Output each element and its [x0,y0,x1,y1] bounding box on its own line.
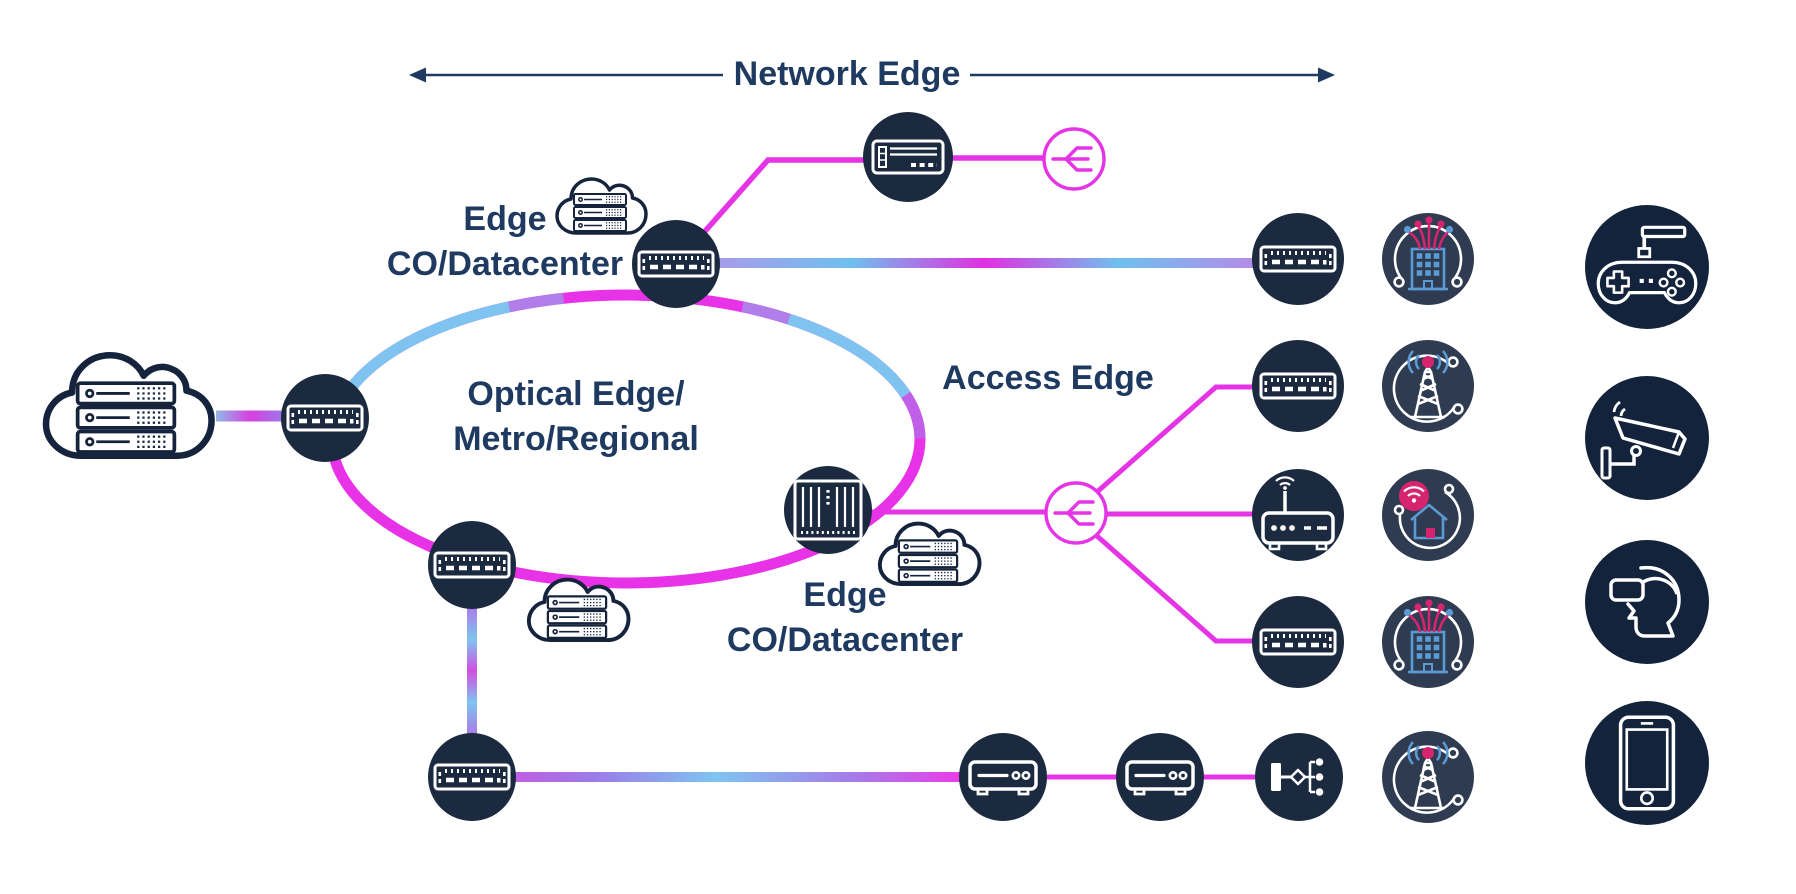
splitter-node-bottom [1255,733,1343,821]
modem-node-2 [1116,733,1204,821]
access-splitter-top [1042,127,1106,191]
device-smartphone [1585,701,1709,825]
wifi-router-node [1252,469,1344,561]
endpoint-fiber-building-1 [1382,213,1474,305]
network-edge-title: Network Edge [733,55,961,93]
modem-node-1 [959,733,1047,821]
device-game-controller [1585,205,1709,329]
arrowhead-left-icon [409,67,426,83]
edge-co-top-line1: Edge [463,200,547,238]
device-vr-headset [1585,540,1709,664]
link-metro-to-edge-server [673,157,864,266]
aggregation-node-bottom [428,733,516,821]
edge-co-right-line2: CO/Datacenter [726,621,964,659]
edge-co-right-line1: Edge [803,576,887,614]
splitter-icon [1044,481,1108,545]
splitter-branch-down [1095,534,1253,644]
access-splitter-mid [1044,481,1108,545]
network-edge-span-arrow [409,67,1335,83]
access-switch-row2 [1252,340,1344,432]
splitter-icon [1042,127,1106,191]
edge-cloud-mid-icon [529,580,629,640]
endpoint-cell-tower-2 [1382,731,1474,823]
access-edge-label: Access Edge [942,359,1154,397]
arrowhead-right-icon [1318,67,1335,83]
endpoint-cell-tower-1 [1382,340,1474,432]
splitter-branch-up [1095,384,1253,494]
optical-ring-node-bottom-left [428,521,516,609]
access-switch-row1 [1252,213,1344,305]
ring-label-line1: Optical Edge/ [467,375,685,413]
access-switch-row4 [1252,596,1344,688]
edge-co-datacenter-node-right [784,466,872,554]
device-security-camera [1585,376,1709,500]
ring-label-line2: Metro/Regional [453,420,699,458]
edge-co-datacenter-node-top [632,220,720,308]
endpoint-fiber-building-2 [1382,596,1474,688]
endpoint-smart-home [1382,469,1474,561]
edge-server-node [863,112,953,202]
edge-co-datacenter-label-right: Edge CO/Datacenter [727,573,963,663]
core-cloud-icon [46,355,212,455]
optical-ring-node-left [281,374,369,462]
edge-co-top-line2: CO/Datacenter [386,245,624,283]
edge-co-datacenter-label-top: Edge CO/Datacenter [387,197,623,287]
optical-edge-metro-regional-label: Optical Edge/ Metro/Regional [453,372,699,462]
connection-lines [216,155,1256,782]
